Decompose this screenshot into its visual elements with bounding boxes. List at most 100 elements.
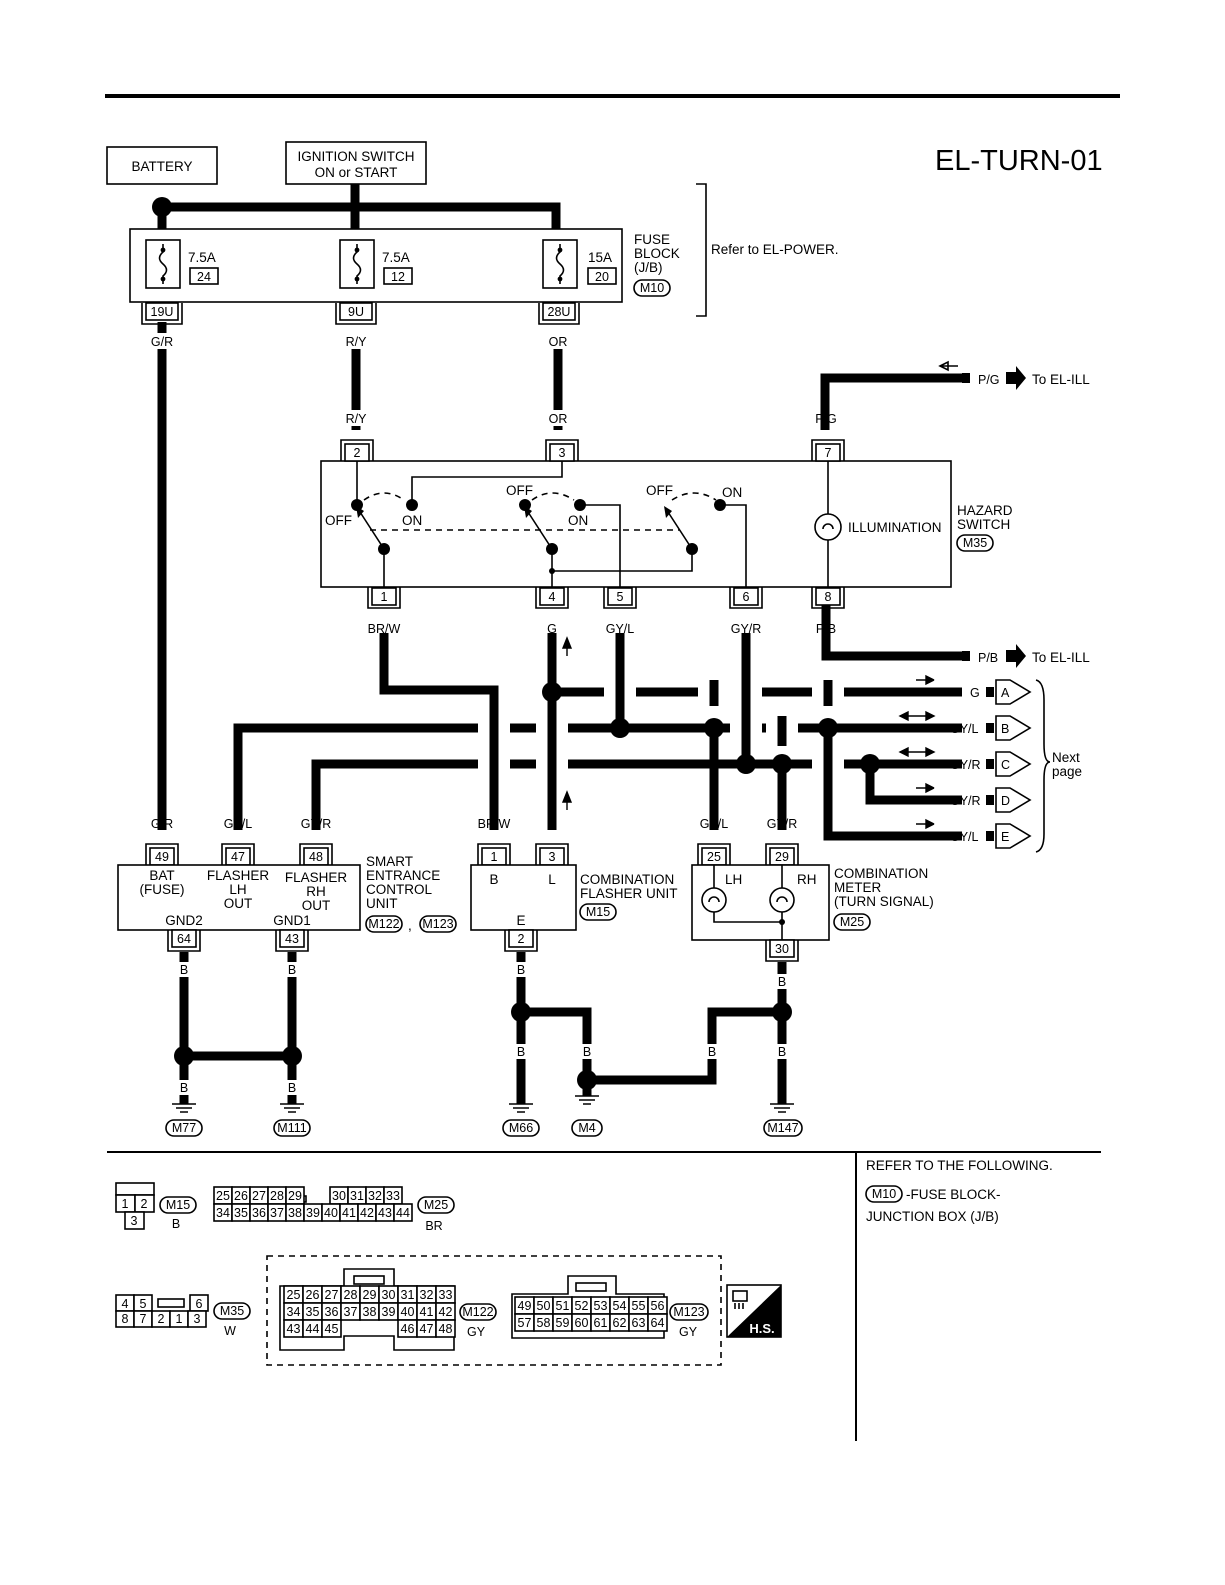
connector-m35-pin: 2 bbox=[158, 1312, 165, 1326]
svg-text:3: 3 bbox=[131, 1214, 138, 1228]
svg-text:GY/R: GY/R bbox=[731, 622, 762, 636]
svg-text:49: 49 bbox=[155, 850, 169, 864]
svg-text:,: , bbox=[408, 918, 412, 933]
svg-text:ENTRANCE: ENTRANCE bbox=[366, 868, 440, 883]
ground-m111: M111 bbox=[273, 1095, 311, 1137]
svg-text:page: page bbox=[1052, 764, 1082, 779]
svg-text:GY/L: GY/L bbox=[224, 817, 253, 831]
svg-text:(FUSE): (FUSE) bbox=[140, 882, 185, 897]
hs-badge: H.S. bbox=[726, 1284, 782, 1338]
svg-text:D: D bbox=[1001, 794, 1010, 808]
svg-text:B: B bbox=[708, 1045, 716, 1059]
connector-m25-pin: 25 bbox=[216, 1189, 230, 1203]
connector-m15: 1 2 3 M15 B bbox=[115, 1182, 197, 1231]
connector-m25-pin: 26 bbox=[234, 1189, 248, 1203]
connector-m123-pin: 60 bbox=[575, 1316, 589, 1330]
svg-text:M77: M77 bbox=[172, 1121, 196, 1135]
svg-text:GY/L: GY/L bbox=[700, 817, 729, 831]
svg-text:24: 24 bbox=[197, 270, 211, 284]
connector-m123-pin: 52 bbox=[575, 1299, 589, 1313]
svg-text:M10: M10 bbox=[872, 1187, 896, 1201]
svg-text:M123: M123 bbox=[422, 917, 453, 931]
svg-text:GY/R: GY/R bbox=[767, 817, 798, 831]
connector-m122-pin: 42 bbox=[439, 1305, 453, 1319]
svg-text:C: C bbox=[1001, 758, 1010, 772]
svg-text:M4: M4 bbox=[578, 1121, 595, 1135]
svg-text:M111: M111 bbox=[277, 1121, 306, 1135]
svg-text:G: G bbox=[547, 622, 557, 636]
svg-text:BR/W: BR/W bbox=[478, 817, 511, 831]
connector-m122-pin: 32 bbox=[420, 1288, 434, 1302]
svg-text:UNIT: UNIT bbox=[366, 896, 398, 911]
svg-text:B: B bbox=[288, 1081, 296, 1095]
svg-text:W: W bbox=[224, 1324, 236, 1338]
svg-text:B: B bbox=[288, 963, 296, 977]
svg-text:METER: METER bbox=[834, 880, 882, 895]
svg-text:GY/R: GY/R bbox=[950, 758, 981, 772]
ground-m66: M66 bbox=[502, 1095, 540, 1137]
ground-wire-labels: B B B B B B B B B B bbox=[174, 962, 792, 1095]
svg-text:B: B bbox=[778, 975, 786, 989]
svg-text:COMBINATION: COMBINATION bbox=[834, 866, 928, 881]
svg-text:OFF: OFF bbox=[646, 483, 673, 498]
svg-text:FLASHER: FLASHER bbox=[207, 868, 270, 883]
svg-text:4: 4 bbox=[549, 590, 556, 604]
ground-symbols: M77 M111 M66 M4 M147 bbox=[165, 1080, 803, 1137]
svg-text:ON: ON bbox=[402, 513, 422, 528]
fuse-3: 15A 20 bbox=[542, 239, 617, 289]
refer-note: REFER TO THE FOLLOWING. M10 -FUSE BLOCK-… bbox=[865, 1158, 1053, 1224]
svg-text:CONTROL: CONTROL bbox=[366, 882, 432, 897]
harness-group-box bbox=[266, 1255, 722, 1366]
svg-text:GY/L: GY/L bbox=[606, 622, 635, 636]
connector-m123-pin: 56 bbox=[651, 1299, 665, 1313]
svg-text:3: 3 bbox=[549, 850, 556, 864]
connector-m122-pin: 26 bbox=[306, 1288, 320, 1302]
svg-text:43: 43 bbox=[285, 932, 299, 946]
svg-text:G: G bbox=[970, 686, 980, 700]
svg-text:OFF: OFF bbox=[506, 483, 533, 498]
svg-text:B: B bbox=[778, 1045, 786, 1059]
ground-m4: M4 bbox=[571, 1080, 603, 1137]
connector-m123-pin: 61 bbox=[594, 1316, 608, 1330]
svg-text:GY: GY bbox=[679, 1325, 698, 1339]
connector-m25-pin: 34 bbox=[216, 1206, 230, 1220]
svg-text:1: 1 bbox=[381, 590, 388, 604]
svg-text:25: 25 bbox=[707, 850, 721, 864]
connector-m25-pin: 30 bbox=[332, 1189, 346, 1203]
connector-m25-pin: 35 bbox=[234, 1206, 248, 1220]
connector-m122-pin: 28 bbox=[344, 1288, 358, 1302]
svg-text:M15: M15 bbox=[166, 1198, 190, 1212]
connector-m25-pin: 29 bbox=[288, 1189, 302, 1203]
svg-text:48: 48 bbox=[309, 850, 323, 864]
connector-m25-pin: 27 bbox=[252, 1189, 266, 1203]
combination-meter: GY/L GY/R 25 29 LH RH COMBINATION METER … bbox=[691, 817, 934, 962]
svg-text:GY/R: GY/R bbox=[950, 794, 981, 808]
connector-m122-cell bbox=[321, 1319, 342, 1338]
svg-text:9U: 9U bbox=[348, 305, 364, 319]
svg-text:6: 6 bbox=[743, 590, 750, 604]
svg-text:ON or START: ON or START bbox=[315, 165, 398, 180]
svg-text:5: 5 bbox=[617, 590, 624, 604]
svg-text:R/Y: R/Y bbox=[346, 412, 368, 426]
connector-m122-pin: 35 bbox=[306, 1305, 320, 1319]
svg-text:GY/L: GY/L bbox=[950, 830, 979, 844]
svg-text:2: 2 bbox=[518, 932, 525, 946]
svg-text:FUSE: FUSE bbox=[634, 232, 670, 247]
svg-text:M15: M15 bbox=[586, 905, 610, 919]
connector-m122-pin: 46 bbox=[401, 1322, 415, 1336]
svg-text:2: 2 bbox=[141, 1197, 148, 1211]
connector-m122-pin: 29 bbox=[363, 1288, 377, 1302]
svg-text:M10: M10 bbox=[640, 281, 664, 295]
svg-text:HAZARD: HAZARD bbox=[957, 503, 1013, 518]
connector-m35-cell bbox=[187, 1310, 207, 1328]
connector-m123-pin: 51 bbox=[556, 1299, 570, 1313]
wire-labels-hazard-out: BR/W G GY/L GY/R P/B bbox=[368, 622, 836, 636]
fuse-1: 7.5A 24 bbox=[145, 239, 219, 289]
svg-text:M25: M25 bbox=[424, 1198, 448, 1212]
svg-text:28U: 28U bbox=[548, 305, 571, 319]
svg-text:19U: 19U bbox=[151, 305, 174, 319]
connector-m122-pin: 30 bbox=[382, 1288, 396, 1302]
